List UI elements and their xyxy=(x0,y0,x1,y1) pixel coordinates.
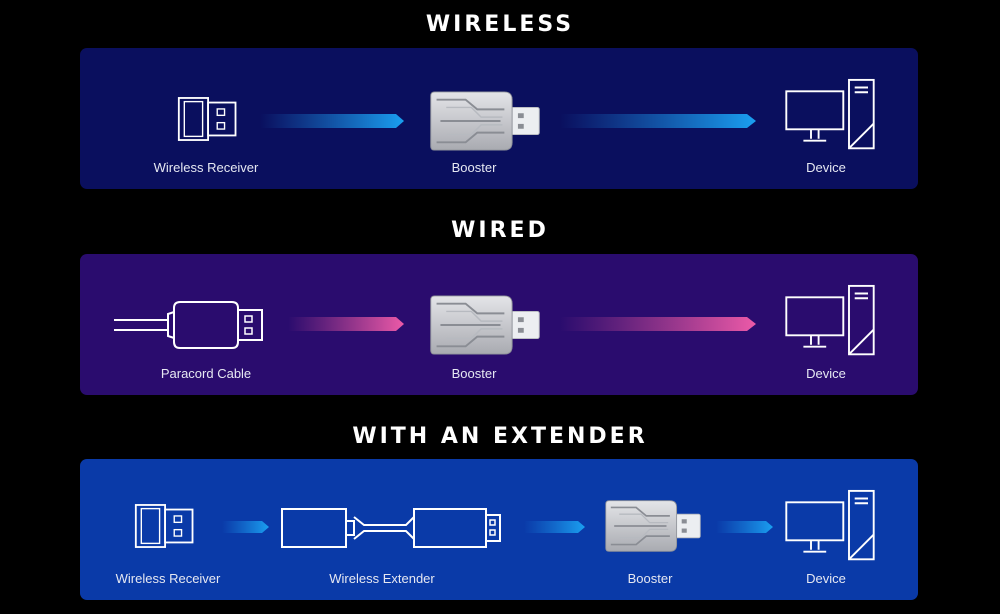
label-booster: Booster xyxy=(627,571,673,586)
wireless-extender-icon xyxy=(281,508,501,548)
section-title-with-an-extender: WITH AN EXTENDER xyxy=(352,424,648,449)
arrow-right-icon xyxy=(260,114,404,128)
wired-panel: Paracord Cable Booster Device xyxy=(80,254,918,395)
extender-panel: Wireless Receiver Wireless Extender Boos… xyxy=(80,459,918,600)
label-wireless-extender: Wireless Extender xyxy=(329,571,435,586)
section-title-wired: WIRED xyxy=(451,218,549,243)
arrow-right-icon xyxy=(716,521,773,533)
label-device: Device xyxy=(806,366,846,381)
arrow-right-icon xyxy=(524,521,585,533)
section-title-wireless: WIRELESS xyxy=(425,12,575,37)
arrow-right-icon xyxy=(560,317,756,331)
arrow-right-icon xyxy=(288,317,404,331)
wired-diagram xyxy=(80,254,918,395)
label-wireless-receiver: Wireless Receiver xyxy=(115,571,221,586)
label-wireless-receiver: Wireless Receiver xyxy=(153,160,259,175)
wireless-panel: Wireless Receiver Booster Device xyxy=(80,48,918,189)
paracord-cable-icon xyxy=(114,301,263,349)
label-paracord-cable: Paracord Cable xyxy=(160,366,252,381)
label-device: Device xyxy=(806,571,846,586)
label-booster: Booster xyxy=(451,160,497,175)
arrow-right-icon xyxy=(560,114,756,128)
arrow-right-icon xyxy=(222,521,269,533)
label-booster: Booster xyxy=(451,366,497,381)
label-device: Device xyxy=(806,160,846,175)
wireless-diagram xyxy=(80,48,918,189)
extender-diagram xyxy=(80,459,918,600)
